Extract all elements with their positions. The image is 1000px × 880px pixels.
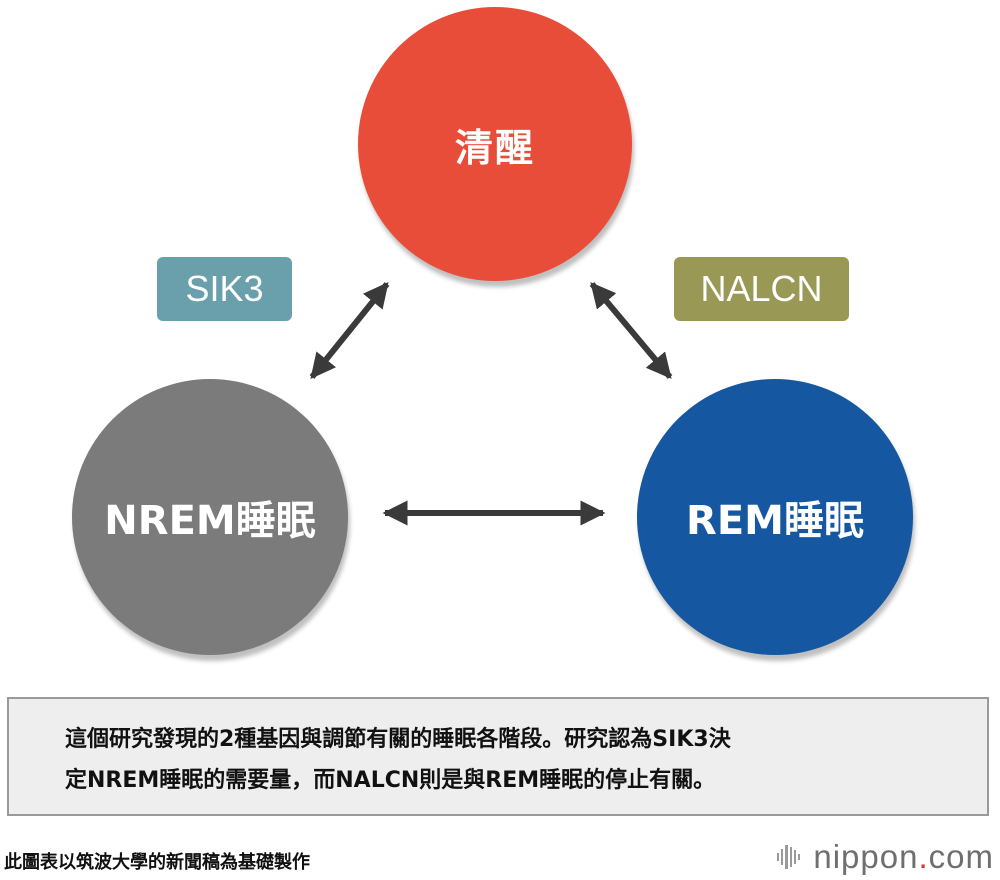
sik3-gene-label: SIK3 [185, 268, 264, 309]
nrem-sleep-node: NREM睡眠 [72, 379, 348, 655]
source-note: 此圖表以筑波大學的新聞稿為基礎製作 [4, 852, 310, 873]
barcode-icon [777, 845, 801, 869]
sik3-gene-tag: SIK3 [157, 257, 292, 321]
wake-label: 清醒 [454, 125, 535, 170]
nippon-logo: nippon.com [777, 838, 994, 876]
brand-name: nippon [813, 838, 919, 875]
arrow-nrem-wake [309, 282, 390, 379]
brand-dot: . [918, 838, 929, 875]
nrem-sleep-label: NREM睡眠 [104, 498, 316, 544]
caption-line-2: 定NREM睡眠的需要量，而NALCN則是與REM睡眠的停止有關。 [65, 768, 716, 793]
brand-tld: com [928, 838, 994, 875]
arrow-wake-rem [589, 282, 673, 379]
nalcn-gene-tag: NALCN [674, 257, 849, 321]
caption-box: 這個研究發現的2種基因與調節有關的睡眠各階段。研究認為SIK3決 定NREM睡眠… [7, 697, 989, 816]
rem-sleep-node: REM睡眠 [637, 379, 913, 655]
rem-sleep-label: REM睡眠 [686, 498, 864, 544]
nalcn-gene-label: NALCN [700, 268, 823, 309]
wake-node: 清醒 [358, 7, 632, 281]
caption-line-1: 這個研究發現的2種基因與調節有關的睡眠各階段。研究認為SIK3決 [65, 727, 731, 752]
